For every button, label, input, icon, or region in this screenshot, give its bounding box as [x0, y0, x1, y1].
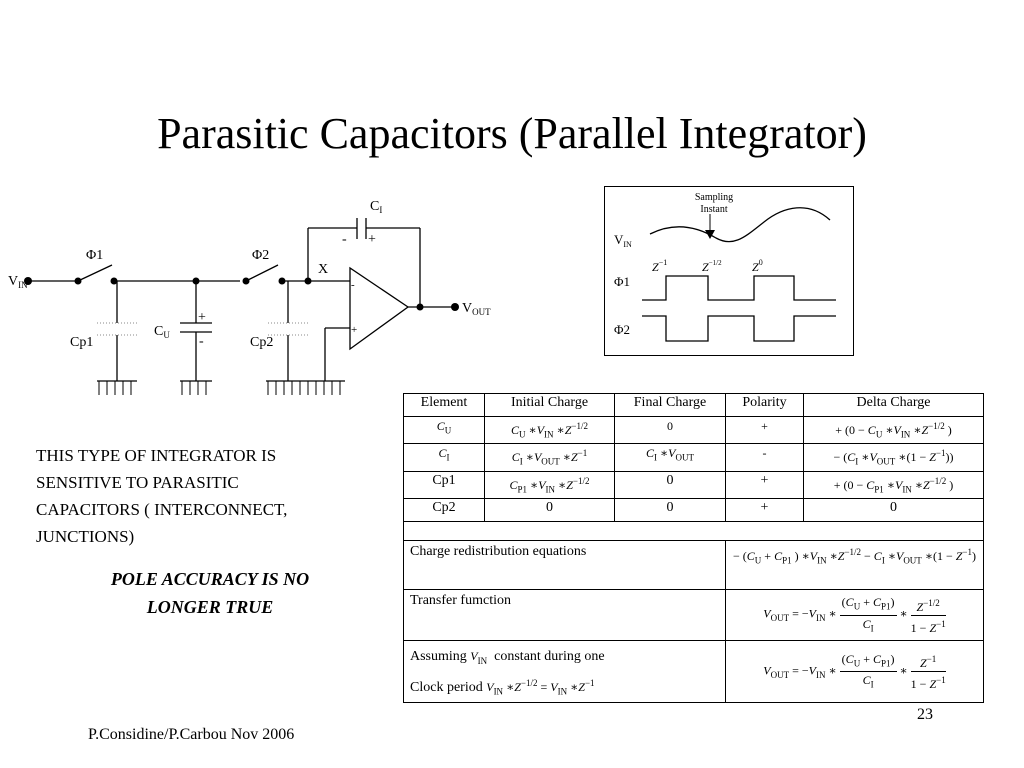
- phi1-label: Φ1: [86, 248, 103, 263]
- vout-terminal: [451, 303, 459, 311]
- sampling-label-2: Instant: [700, 204, 727, 215]
- sampling-arrow: [705, 230, 715, 239]
- cell-delta: 0: [803, 498, 984, 523]
- table-row: CI CI ∗VOUT ∗Z−1 CI ∗VOUT - − (CI ∗VOUT …: [403, 443, 984, 472]
- svg-text:CU: CU: [154, 324, 170, 340]
- assuming-cell: Assuming VIN constant during one Clock p…: [403, 640, 726, 704]
- cell-final: 0: [614, 415, 726, 445]
- svg-text:Z−1: Z−1: [652, 258, 667, 274]
- table-spacer-row: [403, 521, 984, 542]
- cell-polarity: -: [725, 443, 804, 472]
- constant-label: constant during one: [494, 649, 605, 665]
- cell-element: Cp2: [403, 498, 485, 523]
- z-zero: Z: [752, 260, 759, 274]
- timing-phi1-label: Φ1: [614, 274, 630, 289]
- svg-text:CI: CI: [370, 199, 382, 215]
- charge-redistribution-equation: − (CU + CP1 ) ∗VIN ∗Z−1/2 − CI ∗VOUT ∗(1…: [725, 540, 984, 591]
- transfer-function-label: Transfer fumction: [403, 589, 726, 642]
- sampling-label-1: Sampling: [695, 192, 733, 203]
- node-x-label: X: [318, 262, 328, 277]
- vin-waveform: [649, 207, 831, 243]
- assuming-label: Assuming: [410, 649, 467, 665]
- vin-terminal: [24, 277, 32, 285]
- cu-plus: +: [198, 310, 206, 325]
- table-row: Cp2 0 0 + 0: [403, 498, 984, 523]
- charge-redistribution-row: Charge redistribution equations − (CU + …: [403, 540, 984, 591]
- page-number: 23: [917, 706, 933, 723]
- svg-text:VOUT: VOUT: [462, 301, 491, 317]
- z-minus-half: Z: [702, 260, 709, 274]
- cell-element: CI: [403, 443, 485, 472]
- slide-title: Parasitic Capacitors (Parallel Integrato…: [157, 109, 867, 158]
- charge-redistribution-label: Charge redistribution equations: [403, 540, 726, 591]
- timing-phi2-label: Φ2: [614, 322, 630, 337]
- transfer-function-row: Transfer fumction VOUT = −VIN ∗ (CU + CP…: [403, 589, 984, 642]
- footer-credit: P.Considine/P.Carbou Nov 2006: [88, 726, 295, 743]
- ci-minus: -: [342, 232, 347, 247]
- cell-polarity: +: [725, 498, 804, 523]
- table-row: Cp1 CP1 ∗VIN ∗Z−1/2 0 + + (0 − CP1 ∗VIN …: [403, 470, 984, 500]
- charge-table: Element Initial Charge Final Charge Pola…: [403, 393, 984, 704]
- cell-initial: CI ∗VOUT ∗Z−1: [484, 443, 615, 472]
- header-element: Element: [403, 393, 485, 417]
- phi2-waveform: [642, 315, 836, 342]
- cell-final: 0: [614, 470, 726, 500]
- opamp-plus: +: [351, 324, 357, 336]
- ci-plus: +: [368, 232, 376, 247]
- cell-element: CU: [403, 415, 485, 445]
- svg-text:VIN: VIN: [614, 232, 632, 249]
- timing-diagram: Sampling Instant VIN Z−1 Z−1/2 Z0 Φ1 Φ2: [604, 186, 854, 356]
- cell-initial: CU ∗VIN ∗Z−1/2: [484, 415, 615, 445]
- cu-minus: -: [199, 334, 204, 349]
- opamp-minus: -: [351, 279, 355, 291]
- phi1-waveform: [642, 275, 836, 301]
- z-minus1: Z: [652, 260, 659, 274]
- svg-text:Z0: Z0: [752, 258, 763, 274]
- header-polarity: Polarity: [725, 393, 804, 417]
- cell-element: Cp1: [403, 470, 485, 500]
- cell-polarity: +: [725, 415, 804, 445]
- svg-text:VIN: VIN: [8, 274, 28, 290]
- header-initial-charge: Initial Charge: [484, 393, 615, 417]
- cp2-label: Cp2: [250, 335, 273, 350]
- cell-delta: − (CI ∗VOUT ∗(1 − Z−1)): [803, 443, 984, 472]
- table-header-row: Element Initial Charge Final Charge Pola…: [403, 393, 984, 417]
- clock-period-label: Clock period: [410, 679, 483, 695]
- header-delta-charge: Delta Charge: [803, 393, 984, 417]
- assuming-row: Assuming VIN constant during one Clock p…: [403, 640, 984, 704]
- cell-initial: CP1 ∗VIN ∗Z−1/2: [484, 470, 615, 500]
- cell-initial: 0: [484, 498, 615, 523]
- phi2-label: Φ2: [252, 248, 269, 263]
- ci-label: C: [370, 199, 379, 214]
- cell-final: CI ∗VOUT: [614, 443, 726, 472]
- sensitivity-note: THIS TYPE OF INTEGRATOR IS SENSITIVE TO …: [36, 446, 288, 546]
- cp1-label: Cp1: [70, 335, 93, 350]
- header-final-charge: Final Charge: [614, 393, 726, 417]
- cell-final: 0: [614, 498, 726, 523]
- table-row: CU CU ∗VIN ∗Z−1/2 0 + + (0 − CU ∗VIN ∗Z−…: [403, 415, 984, 445]
- svg-text:Z−1/2: Z−1/2: [702, 259, 722, 274]
- vout-label: V: [462, 301, 472, 316]
- cell-delta: + (0 − CU ∗VIN ∗Z−1/2 ): [803, 415, 984, 445]
- vin-label: V: [8, 274, 18, 289]
- integrator-circuit: VIN Φ1 Φ2 Cp1 Cp2 CU + - CI - + X - + VO…: [8, 199, 491, 395]
- timing-vin-label: V: [614, 232, 624, 247]
- pole-accuracy-note: POLE ACCURACY IS NO LONGER TRUE: [110, 569, 310, 617]
- cell-polarity: +: [725, 470, 804, 500]
- cell-delta: + (0 − CP1 ∗VIN ∗Z−1/2 ): [803, 470, 984, 500]
- cu-label: C: [154, 324, 163, 339]
